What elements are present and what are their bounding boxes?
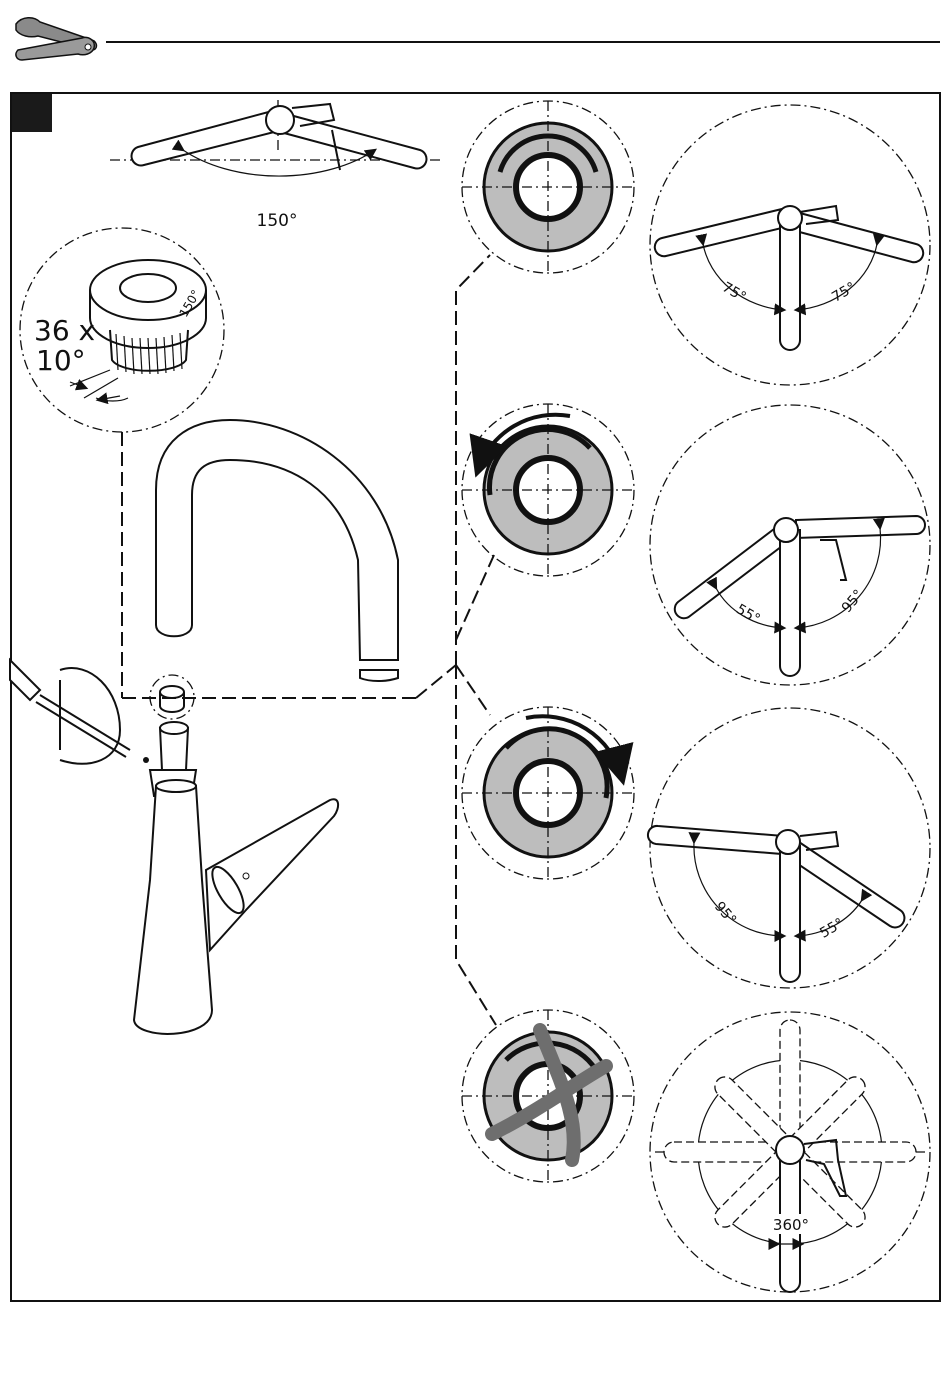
spout-setting-2: 55° 95° bbox=[650, 405, 930, 685]
cartridge-parts bbox=[150, 675, 196, 796]
ring-setting-1 bbox=[462, 101, 634, 273]
top-spout-swing: 150° bbox=[110, 100, 440, 231]
ring-setting-3 bbox=[462, 707, 634, 879]
spout-setting-1: 75° 75° bbox=[650, 105, 930, 385]
ring-teeth-count: 36 x bbox=[34, 314, 95, 347]
spout-setting-4: 360° bbox=[650, 1012, 930, 1292]
setting-1-right-angle: 75° bbox=[829, 279, 859, 305]
ring-setting-4 bbox=[462, 1010, 634, 1182]
curved-spout bbox=[156, 420, 398, 681]
ring-detail: 150° 36 x 10° bbox=[20, 228, 224, 432]
tools-icon bbox=[16, 18, 97, 60]
faucet-body bbox=[134, 780, 338, 1034]
setting-2-left-angle: 55° bbox=[733, 601, 763, 627]
step-block bbox=[12, 94, 52, 132]
ring-teeth-step: 10° bbox=[36, 344, 86, 377]
top-spout-angle-label: 150° bbox=[257, 211, 298, 231]
spout-setting-3: 95° 55° bbox=[648, 708, 930, 988]
screwdriver bbox=[10, 660, 149, 764]
setting-4-full-angle: 360° bbox=[773, 1216, 809, 1234]
ring-setting-2 bbox=[462, 404, 634, 576]
setting-3-right-angle: 55° bbox=[817, 915, 847, 941]
setting-3-left-angle: 95° bbox=[711, 899, 739, 928]
